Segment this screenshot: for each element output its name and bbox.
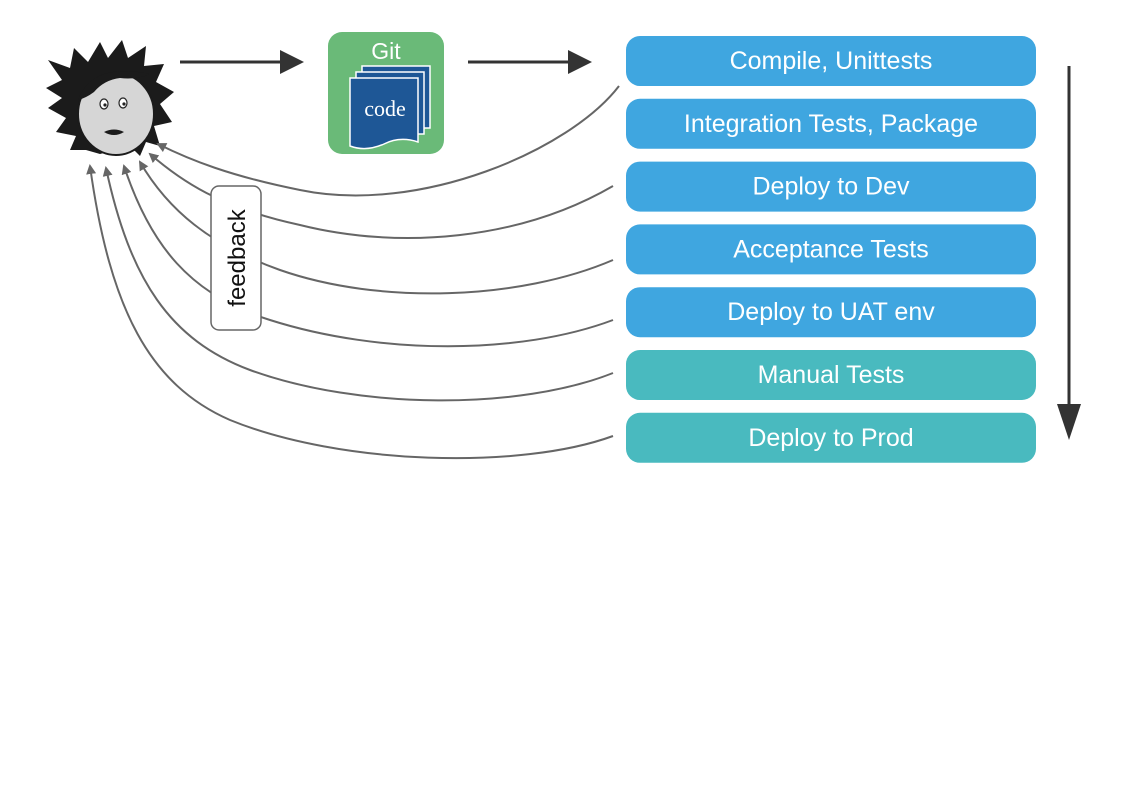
pipeline-stage: Manual Tests bbox=[626, 350, 1036, 400]
stage-box bbox=[626, 412, 1036, 463]
code-document-icon: code bbox=[349, 65, 431, 150]
pipeline-stage: Integration Tests, Package bbox=[626, 98, 1036, 149]
feedback-arrow-deploy-dev bbox=[138, 160, 614, 295]
feedback-arrow-integration bbox=[148, 152, 614, 239]
pipeline-stage: Deploy to Prod bbox=[626, 412, 1036, 463]
feedback-arrows bbox=[86, 85, 620, 460]
stage-label: Deploy to Prod bbox=[748, 424, 913, 452]
stage-label: Acceptance Tests bbox=[733, 235, 928, 263]
feedback-arrow-compile bbox=[156, 85, 620, 197]
pipeline-stage: Deploy to Dev bbox=[626, 161, 1036, 212]
stage-box bbox=[626, 350, 1036, 400]
stage-label: Deploy to Dev bbox=[752, 173, 910, 201]
code-label: code bbox=[364, 96, 406, 121]
stage-box bbox=[626, 161, 1036, 212]
stage-box bbox=[626, 98, 1036, 149]
git-title: Git bbox=[371, 38, 401, 64]
stage-label: Integration Tests, Package bbox=[684, 110, 978, 138]
stage-box bbox=[626, 224, 1036, 275]
feedback-label-box: feedback bbox=[210, 185, 262, 331]
feedback-arrow-acceptance bbox=[121, 164, 614, 348]
arrow-dev-to-git bbox=[180, 50, 304, 74]
developer-avatar bbox=[46, 40, 174, 156]
pipeline-stage: Acceptance Tests bbox=[626, 224, 1036, 275]
stage-label: Deploy to UAT env bbox=[727, 298, 935, 326]
pipeline-stage: Deploy to UAT env bbox=[626, 287, 1036, 338]
stage-box bbox=[626, 287, 1036, 338]
stage-label: Manual Tests bbox=[758, 361, 905, 389]
pipeline-flow-arrow bbox=[1057, 66, 1081, 440]
feedback-arrow-deploy-prod bbox=[86, 164, 614, 460]
feedback-label: feedback bbox=[224, 208, 251, 306]
pipeline-stage: Compile, Unittests bbox=[626, 36, 1036, 86]
stage-label: Compile, Unittests bbox=[730, 47, 933, 75]
arrow-git-to-pipeline bbox=[468, 50, 592, 74]
feedback-arrow-deploy-uat bbox=[102, 166, 614, 402]
stage-box bbox=[626, 36, 1036, 86]
git-repository: Git code bbox=[328, 32, 444, 154]
